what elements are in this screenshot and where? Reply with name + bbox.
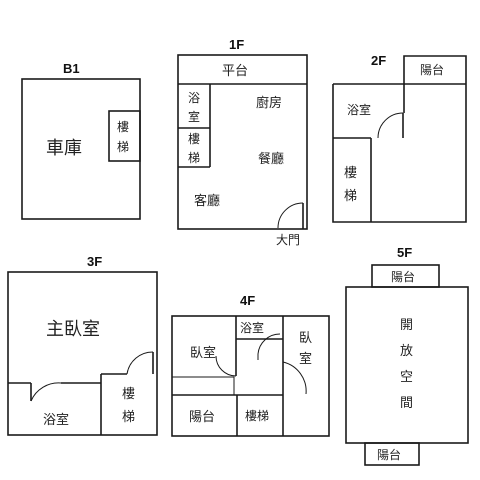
- 4f-outline: [171, 315, 330, 437]
- 5f-balcony-bottom-label: 陽台: [377, 447, 401, 462]
- 1f-stairs-label-1: 樓: [188, 131, 200, 146]
- floor-1f-label: 1F: [229, 37, 244, 52]
- b1-stairs-box: [108, 110, 141, 162]
- 4f-bedroom-right-label-1: 臥: [299, 331, 312, 346]
- 2f-door-swing: [377, 112, 404, 139]
- 4f-stairs-label: 樓梯: [245, 408, 269, 423]
- 4f-bedroom-left-label: 臥室: [190, 345, 216, 361]
- floor-5f-label: 5F: [397, 245, 412, 260]
- 3f-stairs-label-1: 樓: [122, 387, 135, 402]
- 4f-balcony-label: 陽台: [189, 410, 215, 425]
- 2f-bath-label: 浴室: [347, 102, 371, 117]
- 4f-bath-label: 浴室: [240, 320, 264, 335]
- 5f-open-space-label-2: 放: [400, 344, 413, 359]
- floor-5f: 5F 陽台 開 放 空 間 陽台: [345, 245, 469, 466]
- 2f-stairs-label-1: 樓: [344, 166, 357, 181]
- floor-3f: 3F 主臥室 浴室 樓 梯: [7, 254, 158, 436]
- 5f-open-space-label-4: 間: [400, 396, 413, 411]
- 5f-open-space-label-3: 空: [400, 370, 413, 385]
- 3f-stairs-label-2: 梯: [122, 410, 135, 425]
- 3f-door-swing: [30, 382, 62, 402]
- floor-3f-label: 3F: [87, 254, 102, 269]
- 4f-corridor-box: [171, 376, 235, 396]
- 2f-balcony-label: 陽台: [420, 62, 444, 77]
- 3f-stairs-door-swing: [126, 351, 154, 375]
- floor-1f: 1F 平台 浴 室 樓 梯 廚房 餐廳 客廳 大門: [177, 37, 308, 247]
- floor-2f: 2F 陽台 浴室 樓 梯: [332, 53, 467, 223]
- 1f-bath-label-1: 浴: [188, 91, 200, 105]
- 1f-kitchen-label: 廚房: [256, 95, 282, 111]
- 2f-stairs-label-2: 梯: [344, 189, 357, 204]
- 3f-outline: [7, 271, 158, 436]
- 1f-bath-label-2: 室: [188, 109, 200, 124]
- 5f-balcony-top-label: 陽台: [391, 269, 415, 284]
- b1-garage-label: 車庫: [46, 138, 82, 159]
- floor-4f: 4F 浴室 臥室 臥 室 陽台 樓梯: [171, 293, 330, 437]
- 1f-platform-label: 平台: [222, 64, 248, 79]
- floor-b1-label: B1: [63, 61, 80, 76]
- 4f-bath-door-swing: [257, 333, 281, 355]
- 5f-bottom-balcony: [364, 442, 420, 466]
- b1-stairs-label-1: 樓: [117, 119, 129, 134]
- 4f-left-door-swing: [215, 355, 237, 377]
- 1f-stairs-label-2: 梯: [188, 151, 200, 165]
- 1f-outline: [177, 54, 308, 230]
- 1f-door-swing: [277, 202, 304, 229]
- 4f-bedroom-right-label-2: 室: [299, 351, 312, 367]
- b1-stairs-label-2: 梯: [117, 140, 129, 154]
- floor-4f-label: 4F: [240, 293, 255, 308]
- 3f-bath-label: 浴室: [43, 412, 69, 428]
- floor-b1: B1 車庫 樓 梯: [21, 61, 141, 220]
- 1f-main-door-label: 大門: [276, 233, 300, 247]
- 5f-open-space-label-1: 開: [400, 318, 413, 333]
- 5f-outline: [345, 286, 469, 444]
- 1f-dining-label: 餐廳: [258, 151, 284, 167]
- 4f-right-door-swing: [282, 361, 307, 395]
- 3f-master-bedroom-label: 主臥室: [46, 319, 100, 340]
- 1f-living-label: 客廳: [194, 193, 220, 209]
- floor-2f-label: 2F: [371, 53, 386, 68]
